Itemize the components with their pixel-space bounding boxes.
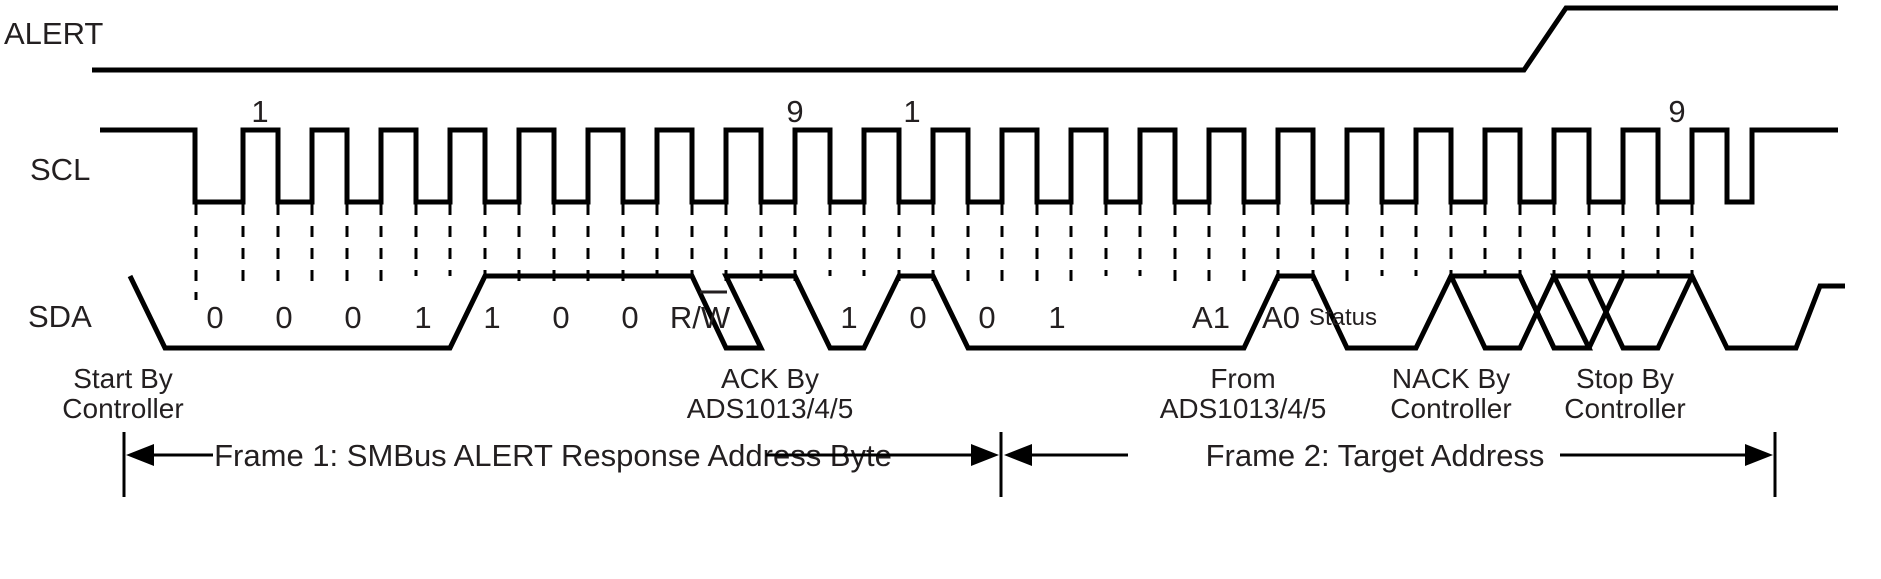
- caption-ack-by-ads: ACK By ADS1013/4/5: [687, 363, 854, 424]
- frame1-right-arrow-head-icon: [971, 444, 999, 466]
- caption-line2: Controller: [1564, 393, 1685, 424]
- clock-number-frame2-last: 9: [1668, 94, 1685, 129]
- caption-line1: Start By: [73, 363, 173, 394]
- scl-waveform: [100, 127, 1838, 205]
- sda-bit-f1-0: 0: [206, 300, 223, 335]
- sda-bit-f1-2: 0: [344, 300, 361, 335]
- caption-line2: Controller: [62, 393, 183, 424]
- sda-status-hex: [1586, 274, 1695, 351]
- clock-number-frame1-first: 1: [251, 94, 268, 129]
- caption-line2: ADS1013/4/5: [1160, 393, 1327, 424]
- caption-start-by-controller: Start By Controller: [62, 363, 183, 424]
- frame2-left-arrow-head-icon: [1004, 444, 1032, 466]
- sda-bit-f2-0: 1: [840, 300, 857, 335]
- clock-number-frame1-last: 9: [786, 94, 803, 129]
- sda-bit-f2-a1: A1: [1192, 300, 1230, 335]
- signal-label-scl: SCL: [30, 152, 90, 187]
- frame2-measure: Frame 2: Target Address: [1004, 438, 1773, 473]
- sda-bit-f2-1: 0: [909, 300, 926, 335]
- caption-line1: Stop By: [1576, 363, 1674, 394]
- sda-bit-f2-3: 1: [1048, 300, 1065, 335]
- frame2-label: Frame 2: Target Address: [1206, 438, 1545, 473]
- clock-number-frame2-first: 1: [903, 94, 920, 129]
- caption-stop-by-controller: Stop By Controller: [1564, 363, 1685, 424]
- caption-line1: From: [1210, 363, 1275, 394]
- frame2-right-arrow-head-icon: [1745, 444, 1773, 466]
- sda-waveform: [127, 273, 1845, 351]
- sda-bit-f2-2: 0: [978, 300, 995, 335]
- sda-bit-f2-status: Status: [1309, 304, 1377, 331]
- caption-line2: ADS1013/4/5: [687, 393, 854, 424]
- caption-line2: Controller: [1390, 393, 1511, 424]
- sda-bit-f1-5: 0: [552, 300, 569, 335]
- caption-from-ads: From ADS1013/4/5: [1160, 363, 1327, 424]
- sda-bit-f2-a0: A0: [1262, 300, 1300, 335]
- sda-bit-f1-6: 0: [621, 300, 638, 335]
- caption-line1: ACK By: [721, 363, 819, 394]
- frame1-left-arrow-head-icon: [126, 444, 154, 466]
- sda-bit-f1-rw: R/W: [670, 300, 731, 335]
- clock-edge-guides: [194, 204, 1694, 300]
- alert-waveform: [92, 5, 1838, 73]
- caption-line1: NACK By: [1392, 363, 1510, 394]
- signal-label-alert: ALERT: [4, 16, 103, 51]
- sda-bit-f1-3: 1: [414, 300, 431, 335]
- caption-nack-by-controller: NACK By Controller: [1390, 363, 1511, 424]
- sda-bit-f1-1: 0: [275, 300, 292, 335]
- signal-label-sda: SDA: [28, 299, 92, 334]
- sda-bit-f1-4: 1: [483, 300, 500, 335]
- frame1-measure: Frame 1: SMBus ALERT Response Address By…: [126, 438, 999, 473]
